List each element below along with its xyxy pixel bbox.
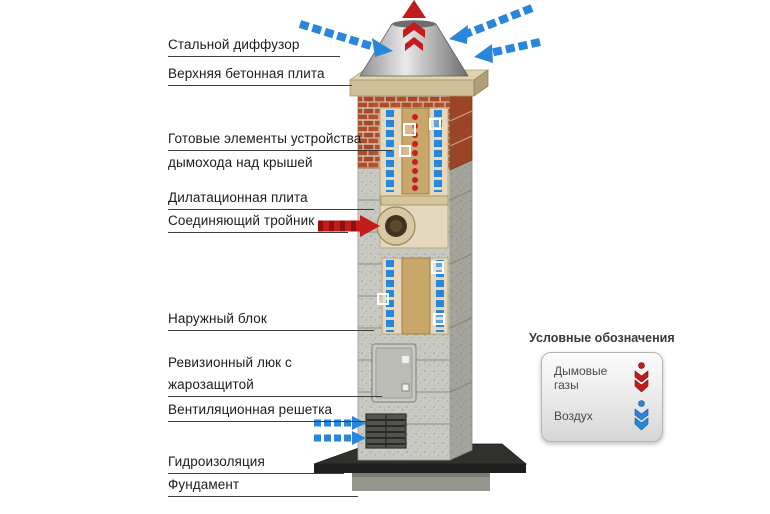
label-roof-elements-2: дымохода над крышей — [168, 155, 313, 170]
leader-line — [168, 85, 352, 86]
leader-line — [168, 232, 348, 233]
label-roof-elements: Готовые элементы устройства — [168, 131, 362, 146]
label-vent-grille: Вентиляционная решетка — [168, 402, 333, 417]
air-arrow-icon — [634, 400, 649, 431]
ventilation-grille — [365, 413, 407, 449]
legend-label-air: Воздух — [554, 409, 593, 423]
label-steel-diffuser: Стальной диффузор — [168, 37, 300, 52]
leader-line — [168, 396, 382, 397]
leader-line — [168, 473, 344, 474]
label-dilatation-plate: Дилатационная плита — [168, 190, 308, 205]
leader-line — [168, 496, 358, 497]
label-foundation: Фундамент — [168, 477, 240, 492]
label-outer-block: Наружный блок — [168, 311, 267, 326]
label-inspection-hatch-2: жарозащитой — [168, 377, 254, 392]
cutaway-bottom — [381, 257, 449, 335]
legend-box: Дымовые газы Воздух — [541, 352, 663, 442]
air-arrows-grille — [314, 416, 366, 445]
legend-label-smoke: Дымовые газы — [554, 364, 608, 392]
smoke-arrow-top — [402, 0, 426, 51]
label-connecting-tee: Соединяющий тройник — [168, 213, 315, 228]
label-inspection-hatch: Ревизионный люк с — [168, 355, 292, 370]
dilatation-plate — [380, 195, 449, 206]
legend-item-smoke: Дымовые газы — [554, 362, 650, 394]
steel-diffuser-cone — [359, 20, 469, 77]
leader-line — [168, 209, 374, 210]
air-arrows-top — [298, 4, 541, 63]
joint-markers — [377, 118, 445, 325]
smoke-gases-arrow-icon — [634, 362, 649, 393]
smoke-arrow-tee — [318, 215, 380, 237]
label-waterproofing: Гидроизоляция — [168, 454, 265, 469]
leader-line — [168, 56, 340, 57]
legend-title: Условные обозначения — [529, 331, 675, 345]
legend-item-air: Воздух — [554, 400, 650, 432]
leader-line — [168, 421, 366, 422]
cutaway-top — [376, 107, 449, 249]
leader-line — [168, 150, 392, 151]
inspection-hatch — [371, 343, 417, 403]
label-top-plate: Верхняя бетонная плита — [168, 66, 325, 81]
leader-line — [168, 330, 374, 331]
smoke-dots — [412, 114, 418, 191]
